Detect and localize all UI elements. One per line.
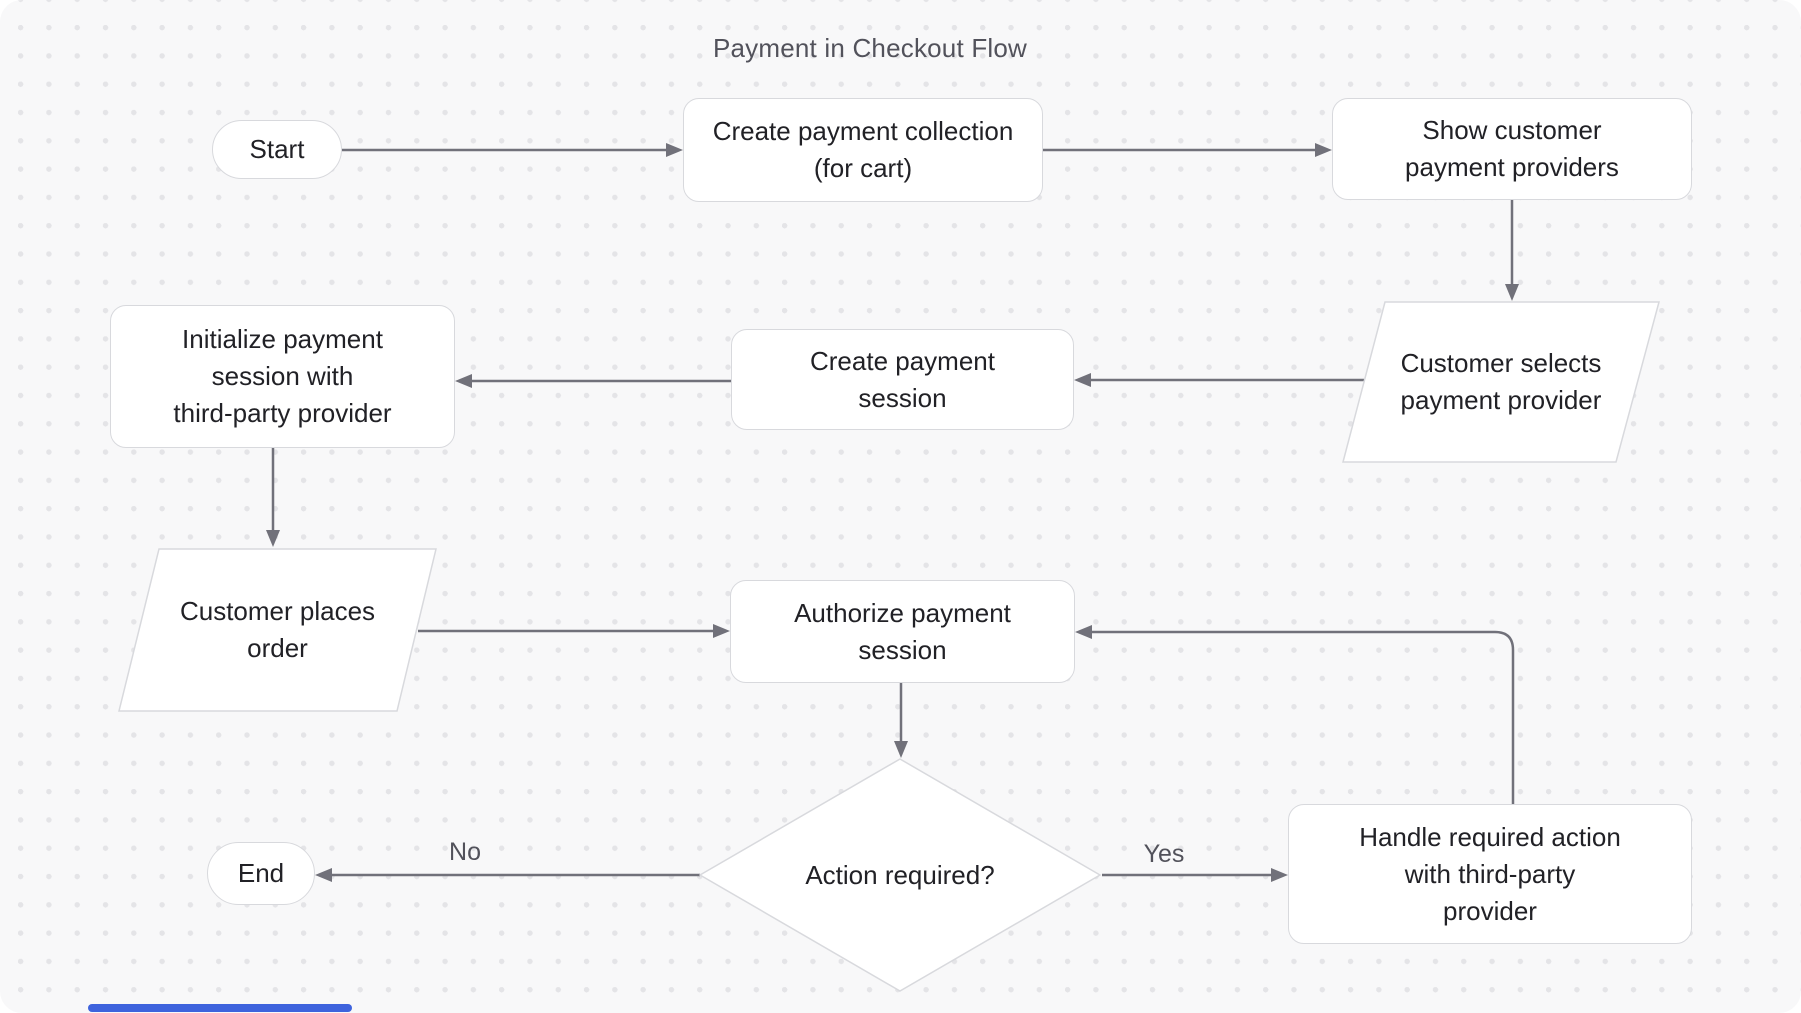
node-customer-selects-provider: Customer selects payment provider [1342, 301, 1660, 463]
edge-show-providers-select-provider [1505, 200, 1519, 301]
edge-place-order-authorize [418, 624, 730, 638]
node-show-payment-providers: Show customer payment providers [1332, 98, 1692, 200]
edge-action-required-handle-action [1102, 868, 1288, 882]
node-end-label: End [237, 858, 285, 888]
node-create-payment-session: Create payment session [731, 329, 1074, 430]
parallelogram-shape [118, 548, 437, 712]
node-handle-required-action: Handle required action with third-party … [1288, 804, 1692, 944]
node-create-payment-collection: Create payment collection (for cart) [683, 98, 1043, 202]
node-customer-selects-provider-label: Customer selects payment provider [1400, 348, 1602, 415]
node-authorize-payment-session: Authorize payment session [730, 580, 1075, 683]
edge-create-collection-show-providers [1043, 143, 1332, 157]
node-authorize-payment-session-label: Authorize payment session [794, 597, 1011, 665]
edge-select-provider-create-session [1074, 373, 1364, 387]
edge-init-session-place-order [266, 448, 280, 547]
edge-create-session-init-session [455, 374, 731, 388]
node-end: End [207, 842, 315, 905]
node-customer-places-order-label: Customer places order [179, 596, 376, 663]
edge-start-create-collection [342, 143, 683, 157]
edge-label-yes: Yes [1143, 840, 1185, 868]
node-start: Start [212, 120, 342, 179]
edge-handle-action-authorize [1075, 625, 1515, 804]
node-create-payment-session-label: Create payment session [810, 345, 995, 413]
node-show-payment-providers-label: Show customer payment providers [1405, 115, 1619, 182]
horizontal-scrollbar-thumb[interactable] [88, 1004, 352, 1012]
edge-label-no: No [449, 838, 481, 866]
node-create-payment-collection-label: Create payment collection (for cart) [712, 116, 1014, 183]
edge-action-required-end [315, 868, 700, 882]
node-initialize-payment-session: Initialize payment session with third-pa… [110, 305, 455, 448]
node-start-label: Start [249, 134, 305, 164]
node-initialize-payment-session-label: Initialize payment session with third-pa… [173, 324, 392, 428]
node-customer-places-order: Customer places order [118, 548, 437, 712]
diagram-title: Payment in Checkout Flow [712, 33, 1028, 63]
diamond-shape [699, 758, 1101, 992]
node-handle-required-action-label: Handle required action with third-party … [1359, 821, 1621, 926]
edge-authorize-action-required [894, 683, 908, 758]
node-action-required-label: Action required? [805, 859, 995, 890]
parallelogram-shape [1342, 301, 1660, 463]
node-action-required-decision: Action required? [699, 758, 1101, 992]
